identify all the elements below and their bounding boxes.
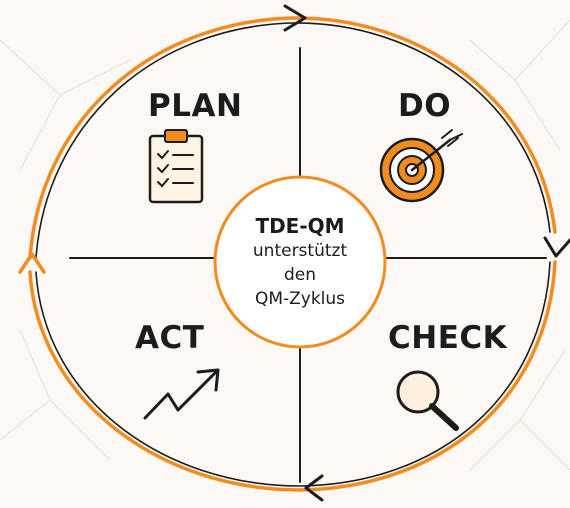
cycle-arc-bottom xyxy=(28,260,557,492)
cycle-arc-top xyxy=(28,16,557,260)
clipboard-checklist-icon xyxy=(148,129,204,204)
trend-arrow-icon xyxy=(143,368,220,420)
magnifier-icon xyxy=(396,370,459,431)
center-line-3: den xyxy=(283,265,317,285)
target-dart-icon xyxy=(379,129,463,203)
center-text: TDE-QM unterstützt den QM-Zyklus xyxy=(213,196,387,328)
center-circle xyxy=(213,175,387,349)
center-title: TDE-QM xyxy=(255,214,345,238)
quadrant-label-do: DO xyxy=(398,88,452,124)
arrow-bottom-icon xyxy=(304,474,324,502)
quadrant-label-act: ACT xyxy=(135,320,205,356)
background-network xyxy=(0,19,570,471)
arrow-left-icon xyxy=(18,252,46,274)
arrow-top-icon xyxy=(283,4,307,32)
quadrant-label-check: CHECK xyxy=(388,320,508,356)
center-line-2: unterstützt xyxy=(252,241,348,261)
arrow-right-icon xyxy=(543,236,570,258)
quadrant-label-plan: PLAN xyxy=(148,88,243,124)
center-line-4: QM-Zyklus xyxy=(254,289,346,309)
